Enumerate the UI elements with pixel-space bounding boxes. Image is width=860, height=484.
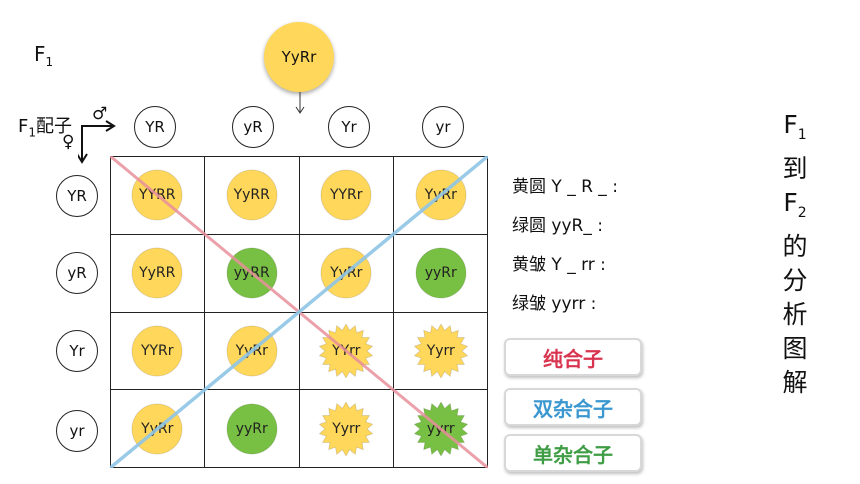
genotype-token: YYRr (319, 168, 373, 222)
gamete-label: F1配子 (18, 116, 72, 140)
genotype-token: YyRr (225, 324, 279, 378)
female-gamete-Yr: Yr (56, 330, 98, 372)
genotype-text: YYrr (332, 343, 361, 359)
male-gamete-yr: yr (422, 106, 464, 148)
genotype-token: yyRR (225, 246, 279, 300)
female-gamete-yr: yr (56, 410, 98, 452)
genotype-token: Yyrr (319, 402, 374, 456)
genotype-token: YYRR (130, 168, 184, 222)
genotype-token: yyRr (225, 402, 279, 456)
male-gamete-Yr: Yr (328, 106, 370, 148)
homozygous-badge: 纯合子 (504, 338, 642, 376)
legend-yellow-round: 黄圆 Y _ R _ : (512, 177, 618, 197)
axis-arrows-icon (78, 120, 116, 164)
genotype-text: Yyrr (332, 421, 361, 437)
down-arrow-icon (295, 92, 305, 114)
genotype-text: yyrr (426, 421, 455, 437)
single-heterozygous-badge: 单杂合子 (504, 434, 642, 472)
genotype-token: YYrr (319, 324, 374, 378)
genotype-text: yyRr (235, 421, 268, 437)
legend-yellow-wrinkled: 黄皱 Y _ rr : (512, 255, 606, 275)
genotype-text: YYRR (138, 187, 176, 203)
genotype-text: YYRr (140, 343, 174, 359)
f1-label: F1 (34, 42, 54, 69)
genotype-text: yyRr (424, 265, 457, 281)
male-gamete-yR: yR (232, 106, 274, 148)
genotype-token: YyRr (130, 402, 184, 456)
side-title: F1 到 F2 的 分 析 图 解 (782, 110, 808, 397)
genotype-text: YyRR (233, 187, 270, 203)
genotype-token: YyRR (130, 246, 184, 300)
female-gamete-yR: yR (56, 252, 98, 294)
genotype-token: YyRr (414, 168, 468, 222)
genotype-text: YyRr (424, 187, 457, 203)
legend-green-round: 绿圆 yyR_ : (512, 216, 603, 236)
genotype-token: yyrr (413, 402, 468, 456)
genotype-token: YyRR (225, 168, 279, 222)
genotype-token: YyRr (319, 246, 373, 300)
female-gamete-YR: YR (56, 175, 98, 217)
genotype-text: YyRr (141, 421, 174, 437)
genotype-token: yyRr (414, 246, 468, 300)
genotype-text: YyRr (235, 343, 268, 359)
genotype-text: YyRR (139, 265, 176, 281)
genotype-text: YyRr (330, 265, 363, 281)
female-symbol: ♀ (62, 132, 75, 152)
double-heterozygous-badge: 双杂合子 (504, 388, 642, 426)
parent-genotype-circle: YyRr (264, 22, 334, 92)
genotype-token: Yyrr (413, 324, 468, 378)
male-symbol: ♂ (92, 104, 108, 124)
legend-green-wrinkled: 绿皱 yyrr : (512, 294, 597, 314)
genotype-token: YYRr (130, 324, 184, 378)
genotype-text: yyRR (233, 265, 270, 281)
genotype-text: Yyrr (426, 343, 455, 359)
parent-genotype-text: YyRr (281, 48, 317, 66)
genotype-text: YYRr (329, 187, 363, 203)
male-gamete-yr-dominant: YR (134, 106, 176, 148)
